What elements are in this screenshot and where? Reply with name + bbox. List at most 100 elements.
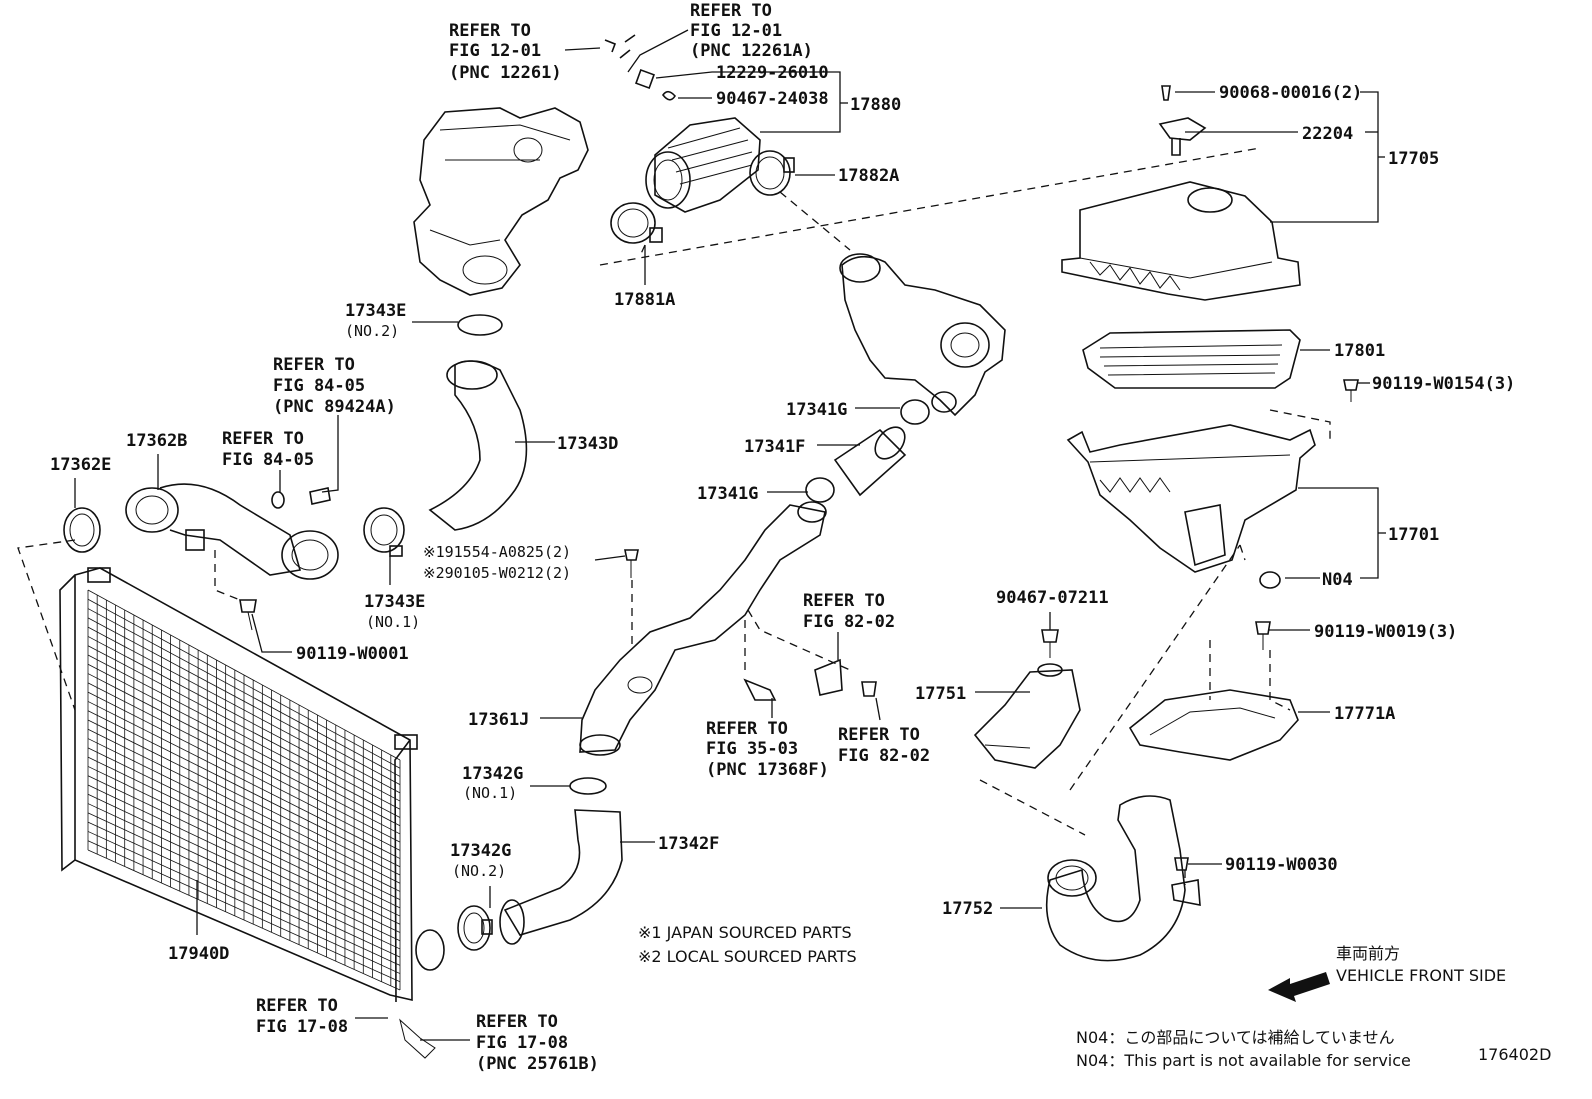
callout-90119-w0154[interactable]: 90119-W0154(3) — [1372, 374, 1515, 394]
hose-17343d-illustration — [428, 314, 528, 531]
svg-text:REFER TO: REFER TO — [256, 996, 338, 1016]
callout-90467-24038[interactable]: 90467-24038 — [716, 89, 829, 109]
bolt-90119-w0001-illustration — [239, 599, 257, 631]
callout-90119-w0001[interactable]: 90119-W0001 — [296, 644, 409, 664]
svg-text:REFER TO: REFER TO — [706, 719, 788, 739]
callout-17882a[interactable]: 17882A — [838, 166, 899, 186]
callout-17341g-lower[interactable]: 17341G — [697, 484, 758, 504]
intake-manifold-illustration — [413, 107, 589, 296]
callout-17342f[interactable]: 17342F — [658, 834, 719, 854]
svg-text:FIG 17-08: FIG 17-08 — [476, 1033, 568, 1053]
callout-17342g-no1[interactable]: 17342G — [462, 764, 523, 784]
callout-17343e-no1[interactable]: 17343E — [364, 592, 425, 612]
clamp-17343e-no1-illustration — [363, 507, 405, 557]
ref-block-35-03-17368f: REFER TO FIG 35-03 (PNC 17368F) — [706, 719, 829, 780]
svg-text:FIG 84-05: FIG 84-05 — [222, 450, 314, 470]
mass-air-flow-sensor-illustration — [1158, 85, 1207, 156]
intercooler-core-grid — [87, 589, 401, 991]
callout-17343e-no2[interactable]: 17343E — [345, 301, 406, 321]
bolt-90119-w0019-illustration — [1255, 621, 1271, 650]
callout-17801[interactable]: 17801 — [1334, 341, 1385, 361]
note-local-sourced: ※2 LOCAL SOURCED PARTS — [638, 947, 857, 966]
ref-block-82-02-upper: REFER TO FIG 82-02 — [803, 591, 895, 632]
note-japan-sourced: ※1 JAPAN SOURCED PARTS — [638, 923, 852, 942]
callout-17751[interactable]: 17751 — [915, 684, 966, 704]
clamp-17882a-illustration — [749, 150, 795, 196]
svg-text:REFER TO: REFER TO — [803, 591, 885, 611]
ref-block-12-01-12261: REFER TO FIG 12-01 (PNC 12261) — [449, 21, 562, 83]
svg-text:FIG 12-01: FIG 12-01 — [449, 41, 541, 61]
air-cleaner-case-illustration — [1066, 424, 1316, 589]
callout-17342g-no2-sub: (NO.2) — [452, 862, 506, 880]
callout-91554-a0825[interactable]: ※191554-A0825(2) — [423, 543, 571, 561]
assembly-dashed-lines — [17, 147, 1331, 885]
callout-90068-00016[interactable]: 90068-00016(2) — [1219, 83, 1362, 103]
callout-17752[interactable]: 17752 — [942, 899, 993, 919]
callout-17361j[interactable]: 17361J — [468, 710, 529, 730]
callout-17362b[interactable]: 17362B — [126, 431, 187, 451]
pipe-17362b-illustration — [125, 483, 339, 580]
direction-label-jp: 車両前方 — [1336, 944, 1400, 963]
svg-text:REFER TO: REFER TO — [690, 1, 772, 21]
intercooler-17940d-illustration — [59, 567, 445, 1059]
svg-text:FIG 82-02: FIG 82-02 — [838, 746, 930, 766]
svg-text:(PNC 17368F): (PNC 17368F) — [706, 760, 829, 780]
svg-text:FIG 84-05: FIG 84-05 — [273, 376, 365, 396]
callout-90119-w0019[interactable]: 90119-W0019(3) — [1314, 622, 1457, 642]
callout-22204[interactable]: 22204 — [1302, 124, 1353, 144]
callout-17880[interactable]: 17880 — [850, 95, 901, 115]
air-filter-element-illustration — [1082, 329, 1301, 389]
bolt-90119-w0030-illustration — [1171, 857, 1201, 906]
callout-17940d[interactable]: 17940D — [168, 944, 229, 964]
cover-17771a-illustration — [1128, 689, 1299, 761]
air-cleaner-cap-illustration — [1061, 181, 1301, 301]
callout-90467-07211[interactable]: 90467-07211 — [996, 588, 1109, 608]
clamp-17342g-no2-illustration — [457, 905, 493, 951]
callout-17342g-no2[interactable]: 17342G — [450, 841, 511, 861]
callout-90119-w0030[interactable]: 90119-W0030 — [1225, 855, 1338, 875]
clamp-17881a-illustration — [610, 202, 663, 244]
ref-block-82-02-lower: REFER TO FIG 82-02 — [838, 725, 930, 766]
svg-text:(PNC 89424A): (PNC 89424A) — [273, 397, 396, 417]
ref-block-17-08: REFER TO FIG 17-08 — [256, 996, 348, 1037]
bolts-91554-illustration — [624, 549, 639, 578]
svg-text:FIG 82-02: FIG 82-02 — [803, 612, 895, 632]
duct-17751-illustration — [973, 663, 1081, 769]
callout-17342g-no1-sub: (NO.1) — [463, 784, 517, 802]
direction-label-en: VEHICLE FRONT SIDE — [1336, 966, 1506, 985]
svg-text:FIG 17-08: FIG 17-08 — [256, 1017, 348, 1037]
svg-text:REFER TO: REFER TO — [838, 725, 920, 745]
hose-17341f-illustration — [833, 426, 907, 497]
callout-12229-26010[interactable]: 12229-26010 — [716, 63, 829, 83]
callout-17362e[interactable]: 17362E — [50, 455, 111, 475]
brackets-illustration — [743, 658, 877, 701]
n04-note-en: N04：This part is not available for servi… — [1076, 1051, 1411, 1070]
vehicle-front-arrow-icon — [1268, 972, 1330, 1002]
callout-17343e-no2-sub: (NO.2) — [345, 322, 399, 340]
callout-17771a[interactable]: 17771A — [1334, 704, 1395, 724]
callout-17341f[interactable]: 17341F — [744, 437, 805, 457]
callout-90105-w0212[interactable]: ※290105-W0212(2) — [423, 564, 571, 582]
duct-17752-illustration — [1045, 795, 1186, 962]
clamp-17362e-illustration — [63, 507, 101, 553]
callout-17343d[interactable]: 17343D — [557, 434, 618, 454]
leader-lines — [74, 29, 1386, 1041]
ref-block-84-05: REFER TO FIG 84-05 — [222, 429, 314, 470]
air-cleaner-hose-illustration — [604, 34, 761, 213]
svg-text:(PNC 12261A): (PNC 12261A) — [690, 41, 813, 61]
svg-text:REFER TO: REFER TO — [273, 355, 355, 375]
svg-text:REFER TO: REFER TO — [476, 1012, 558, 1032]
clamp-17342g-no1-illustration — [569, 777, 607, 795]
svg-text:(PNC 25761B): (PNC 25761B) — [476, 1054, 599, 1074]
svg-text:REFER TO: REFER TO — [449, 21, 531, 41]
bolt-90467-07211-illustration — [1041, 629, 1059, 658]
callout-17881a[interactable]: 17881A — [614, 290, 675, 310]
n04-note-jp: N04：この部品については補給していません — [1076, 1028, 1395, 1047]
callout-n04[interactable]: N04 — [1322, 570, 1353, 590]
callout-17705[interactable]: 17705 — [1388, 149, 1439, 169]
callout-17701[interactable]: 17701 — [1388, 525, 1439, 545]
callout-17341g-upper[interactable]: 17341G — [786, 400, 847, 420]
turbocharger-illustration — [839, 253, 1006, 417]
svg-text:REFER TO: REFER TO — [222, 429, 304, 449]
